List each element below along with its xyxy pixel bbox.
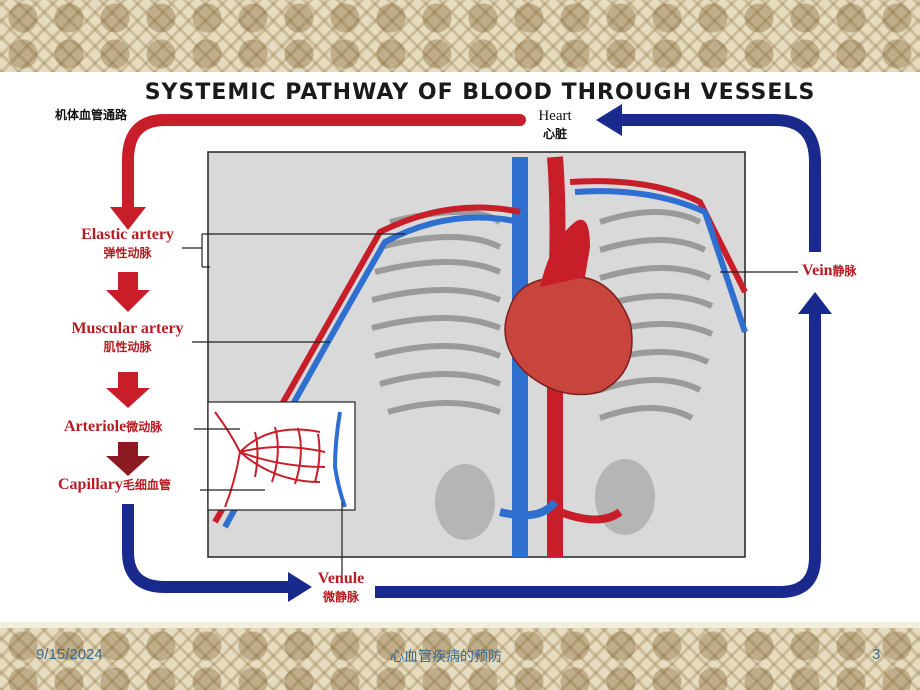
decorative-bottom-border [0, 628, 920, 690]
elastic-artery-label: Elastic artery 弹性动脉 [81, 226, 174, 260]
slide-footer: 9/15/2024 心血管疾病的预防 3 [0, 628, 920, 690]
label-leader-lines [182, 233, 798, 577]
slide-canvas: SYSTEMIC PATHWAY OF BLOOD THROUGH VESSEL… [0, 72, 920, 622]
footer-date: 9/15/2024 [36, 646, 103, 663]
pathway-label: 机体血管通路 [55, 108, 128, 122]
capillary-inset [207, 401, 356, 511]
footer-topic: 心血管疾病的预防 [390, 649, 502, 665]
venous-pathway [122, 504, 290, 593]
page-number: 3 [872, 646, 881, 663]
arteriole-label: Arteriole微动脉 [64, 418, 163, 435]
vein-label: Vein静脉 [802, 262, 857, 279]
circulation-diagram [106, 104, 832, 602]
diagram-title: SYSTEMIC PATHWAY OF BLOOD THROUGH VESSEL… [144, 80, 816, 105]
capillary-label: Capillary毛细血管 [58, 476, 171, 493]
muscular-artery-label: Muscular artery 肌性动脉 [71, 320, 184, 354]
arterial-pathway [122, 114, 526, 213]
venule-label: Venule 微静脉 [317, 570, 365, 604]
heart-label: Heart 心脏 [538, 108, 572, 141]
artery-flow-arrows [106, 207, 150, 408]
decorative-top-border [0, 0, 920, 72]
